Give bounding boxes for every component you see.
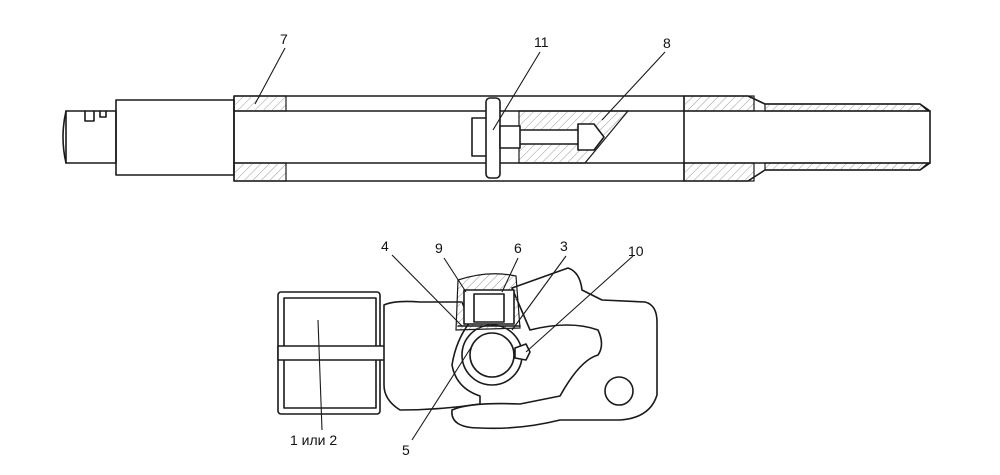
shaft-shoulder [115, 99, 235, 176]
label-8: 8 [663, 35, 671, 51]
outer-tube [233, 95, 685, 182]
plug-screw-tip [577, 123, 605, 151]
shaft-keyway [84, 110, 107, 122]
leader-11 [492, 51, 541, 131]
label-7: 7 [280, 31, 288, 47]
shaft-left-end [65, 110, 117, 164]
plug-bore [518, 129, 582, 145]
label-4: 4 [381, 238, 389, 254]
universal-joint [277, 267, 658, 430]
tube-wall-hatch-bottom-left [233, 162, 287, 182]
washer-ring [485, 97, 501, 179]
label-9: 9 [435, 240, 443, 256]
leader-10 [525, 255, 634, 353]
leader-3 [511, 255, 567, 331]
label-10: 10 [628, 243, 644, 259]
label-11: 11 [534, 34, 549, 50]
label-6: 6 [514, 240, 522, 256]
tube-wall-hatch-bottom-right [683, 162, 755, 182]
leader-6 [501, 257, 519, 293]
leader-5 [411, 345, 473, 441]
right-shaft-end [683, 95, 931, 182]
label-12: 1 или 2 [290, 432, 337, 448]
shaft-assembly [62, 95, 931, 182]
cross-pin-inner [469, 332, 515, 378]
bolt-shank [499, 125, 521, 149]
leader-9 [443, 257, 467, 293]
right-shaft-hatch-bottom [764, 162, 930, 171]
tube-wall-hatch-top-left [233, 95, 287, 112]
cross-pin [461, 324, 523, 386]
label-3: 3 [560, 238, 568, 254]
grease-fitting [514, 343, 531, 361]
needle-bearing-core [473, 293, 505, 323]
yoke-hole [604, 376, 634, 406]
leader-7 [254, 47, 286, 105]
leader-8 [601, 51, 666, 121]
leader-12 [317, 319, 323, 431]
label-5: 5 [402, 442, 410, 458]
shaft-left-end-rounded [62, 110, 67, 164]
leader-4 [391, 254, 463, 327]
right-shaft-hatch [764, 103, 930, 112]
needle-bearing [463, 289, 515, 325]
tube-wall-hatch-top-right [683, 95, 755, 112]
